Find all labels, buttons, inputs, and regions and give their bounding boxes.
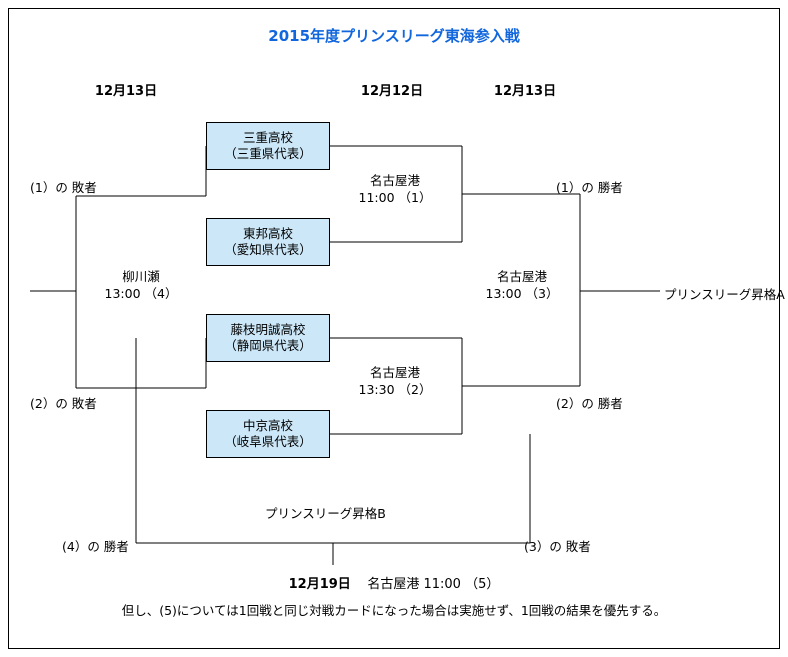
match-3-time: 13:00 （3） [485,285,559,301]
footnote: 但し、(5)については1回戦と同じ対戦カードになった場合は実施せず、1回戦の結果… [121,603,667,618]
page-border [8,8,780,649]
team-name: 三重高校 [242,130,293,146]
team-box-chukyo[interactable]: 中京高校 （岐阜県代表） [206,410,330,458]
team-qualifier: （静岡県代表） [224,338,312,353]
match-1-info: 名古屋港 11:00 （1） [335,173,455,207]
match-2-time: 13:30 （2） [358,381,432,397]
team-box-fujieda-meisei[interactable]: 藤枝明誠高校 （静岡県代表） [206,314,330,362]
team-box-mie[interactable]: 三重高校 （三重県代表） [206,122,330,170]
outcome-promotion-b: プリンスリーグ昇格B [265,506,386,521]
match-3-venue: 名古屋港 [496,269,547,284]
team-box-toho[interactable]: 東邦高校 （愛知県代表） [206,218,330,266]
match-2-info: 名古屋港 13:30 （2） [335,365,455,399]
match-5-detail: 名古屋港 11:00 （5） [367,577,500,592]
match-5-footer: 12月19日 名古屋港 11:00 （5） [0,573,788,592]
match-5-date: 12月19日 [288,577,351,592]
feeder-loser-of-3: (3）の 敗者 [524,539,591,554]
team-qualifier: （岐阜県代表） [224,434,312,449]
match-4-venue: 柳川瀬 [122,269,160,284]
match-4-time: 13:00 （4） [104,285,178,301]
feeder-winner-of-1: (1）の 勝者 [556,180,623,195]
team-qualifier: （愛知県代表） [224,242,312,257]
team-name: 藤枝明誠高校 [230,322,306,338]
date-header-right: 12月13日 [493,84,557,99]
page-title: 2015年度プリンスリーグ東海参入戦 [268,27,520,45]
feeder-loser-of-2: (2）の 敗者 [30,396,97,411]
feeder-winner-of-2: (2）の 勝者 [556,396,623,411]
match-1-time: 11:00 （1） [358,189,432,205]
team-name: 東邦高校 [242,226,293,242]
date-header-left: 12月13日 [94,84,158,99]
outcome-promotion-a: プリンスリーグ昇格A [664,287,785,302]
team-qualifier: （三重県代表） [224,146,312,161]
match-3-info: 名古屋港 13:00 （3） [463,269,581,303]
feeder-loser-of-1: (1）の 敗者 [30,180,97,195]
feeder-winner-of-4: (4）の 勝者 [62,539,129,554]
date-header-center: 12月12日 [360,84,424,99]
team-name: 中京高校 [242,418,293,434]
match-1-venue: 名古屋港 [369,173,420,188]
match-2-venue: 名古屋港 [369,365,420,380]
match-4-info: 柳川瀬 13:00 （4） [78,269,204,303]
